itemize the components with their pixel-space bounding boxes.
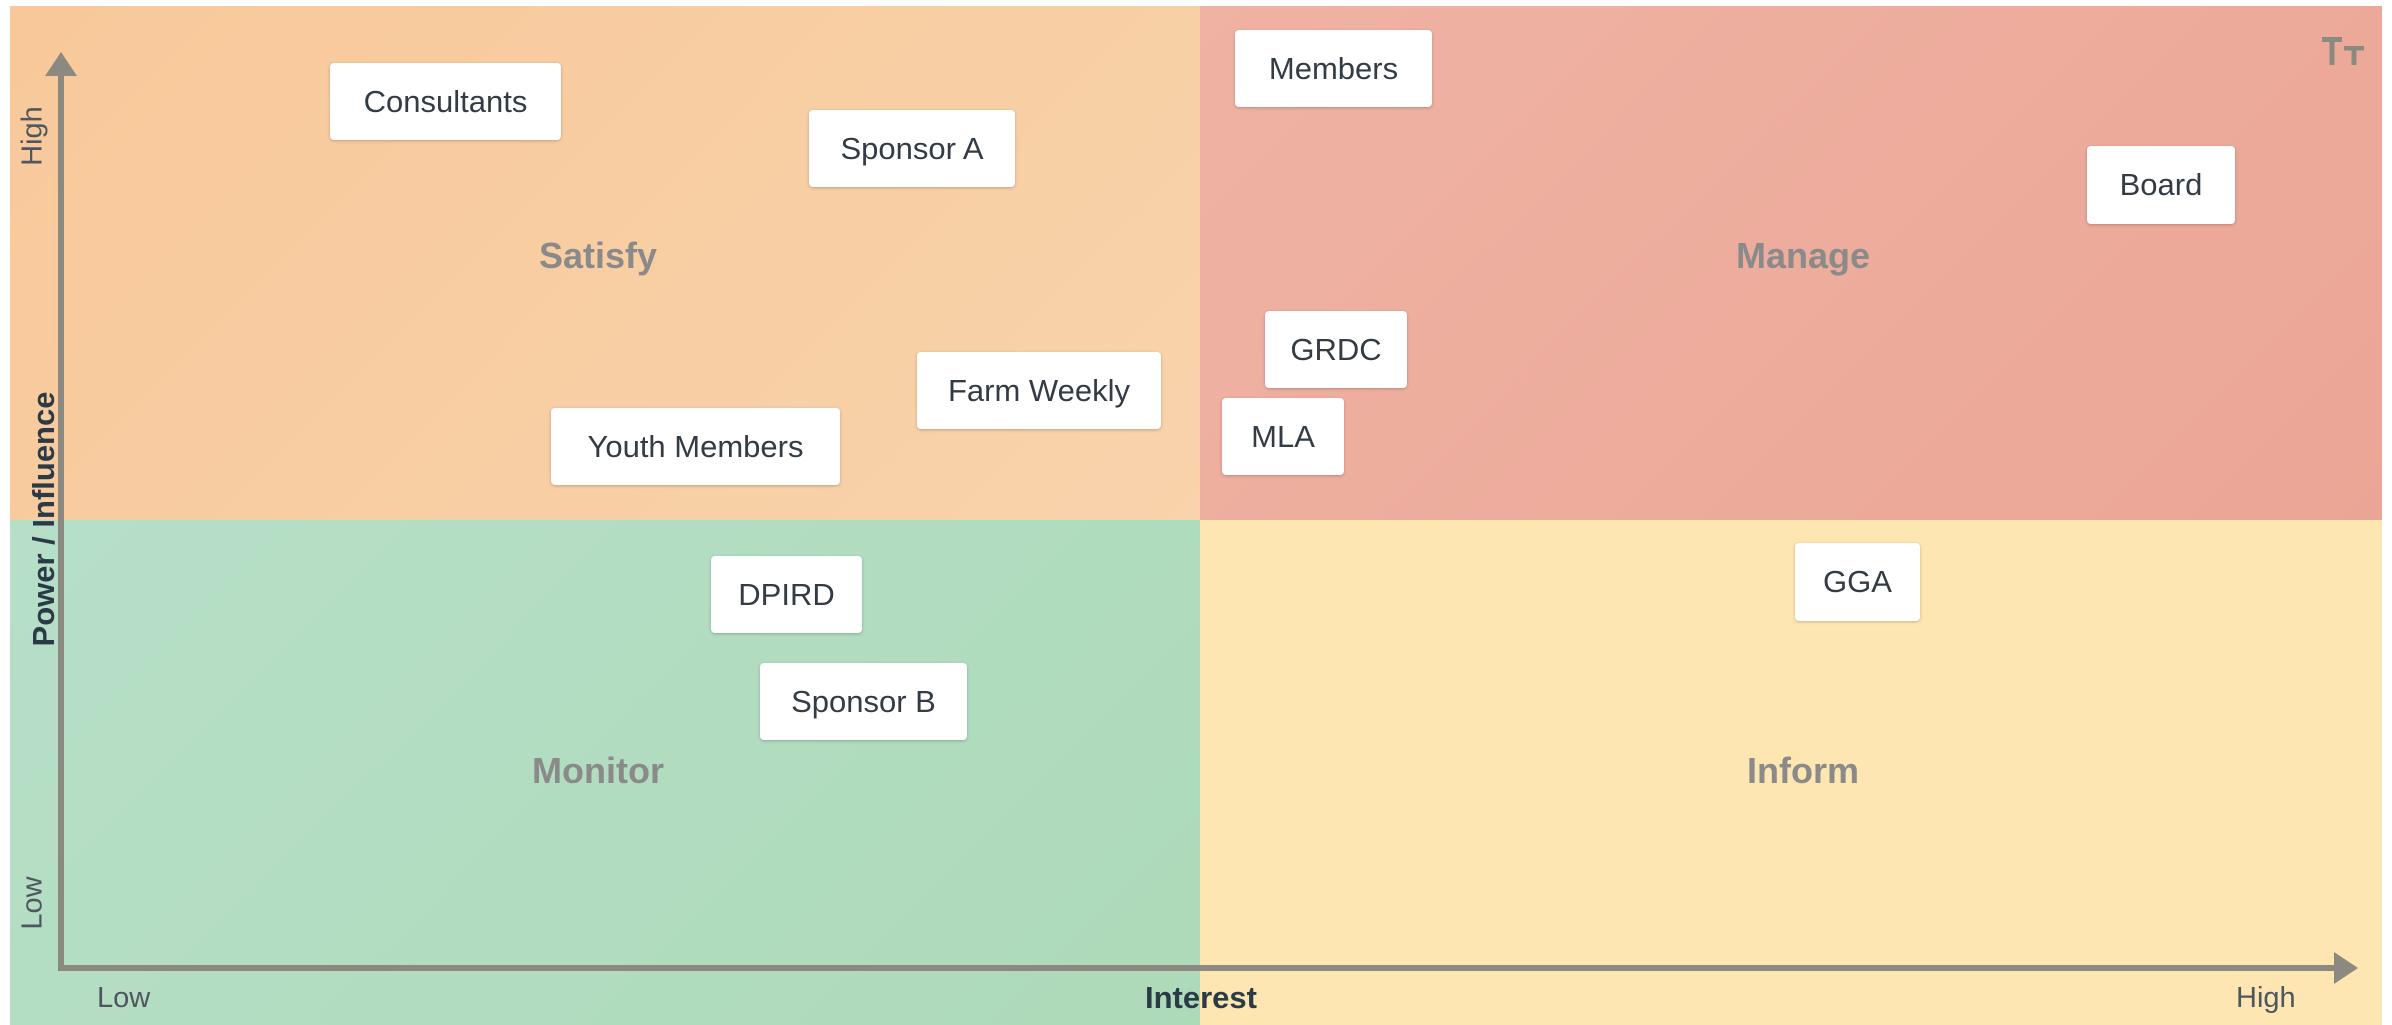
stakeholder-card-dpird[interactable]: DPIRD — [711, 556, 862, 633]
x-axis-low-label: Low — [97, 982, 151, 1014]
stakeholder-card-farm-weekly[interactable]: Farm Weekly — [917, 352, 1161, 429]
stakeholder-card-board[interactable]: Board — [2087, 146, 2235, 224]
x-axis-arrowhead — [2334, 952, 2358, 984]
text-size-icon[interactable] — [2322, 34, 2366, 68]
quadrant-monitor — [10, 520, 1200, 1025]
stakeholder-card-gga[interactable]: GGA — [1795, 543, 1920, 621]
stakeholder-card-grdc[interactable]: GRDC — [1265, 311, 1407, 388]
x-axis-title: Interest — [1145, 980, 1257, 1015]
stakeholder-card-sponsor-b[interactable]: Sponsor B — [760, 663, 967, 740]
quadrant-inform — [1200, 520, 2382, 1025]
quadrant-label-manage: Manage — [1735, 235, 1871, 276]
y-axis-title: Power / Influence — [26, 391, 61, 647]
quadrant-label-monitor: Monitor — [532, 750, 664, 791]
stakeholder-card-members[interactable]: Members — [1235, 30, 1432, 107]
stakeholder-card-consultants[interactable]: Consultants — [330, 63, 561, 140]
y-axis-low-label: Low — [16, 876, 49, 930]
stakeholder-card-mla[interactable]: MLA — [1222, 398, 1344, 475]
stakeholder-card-youth-members[interactable]: Youth Members — [551, 408, 840, 485]
x-axis-high-label: High — [2236, 982, 2296, 1014]
quadrant-label-inform: Inform — [1747, 750, 1859, 791]
stakeholder-card-sponsor-a[interactable]: Sponsor A — [809, 110, 1015, 187]
y-axis-arrowhead — [45, 52, 77, 76]
y-axis-high-label: High — [16, 106, 49, 166]
quadrant-label-satisfy: Satisfy — [538, 235, 658, 276]
